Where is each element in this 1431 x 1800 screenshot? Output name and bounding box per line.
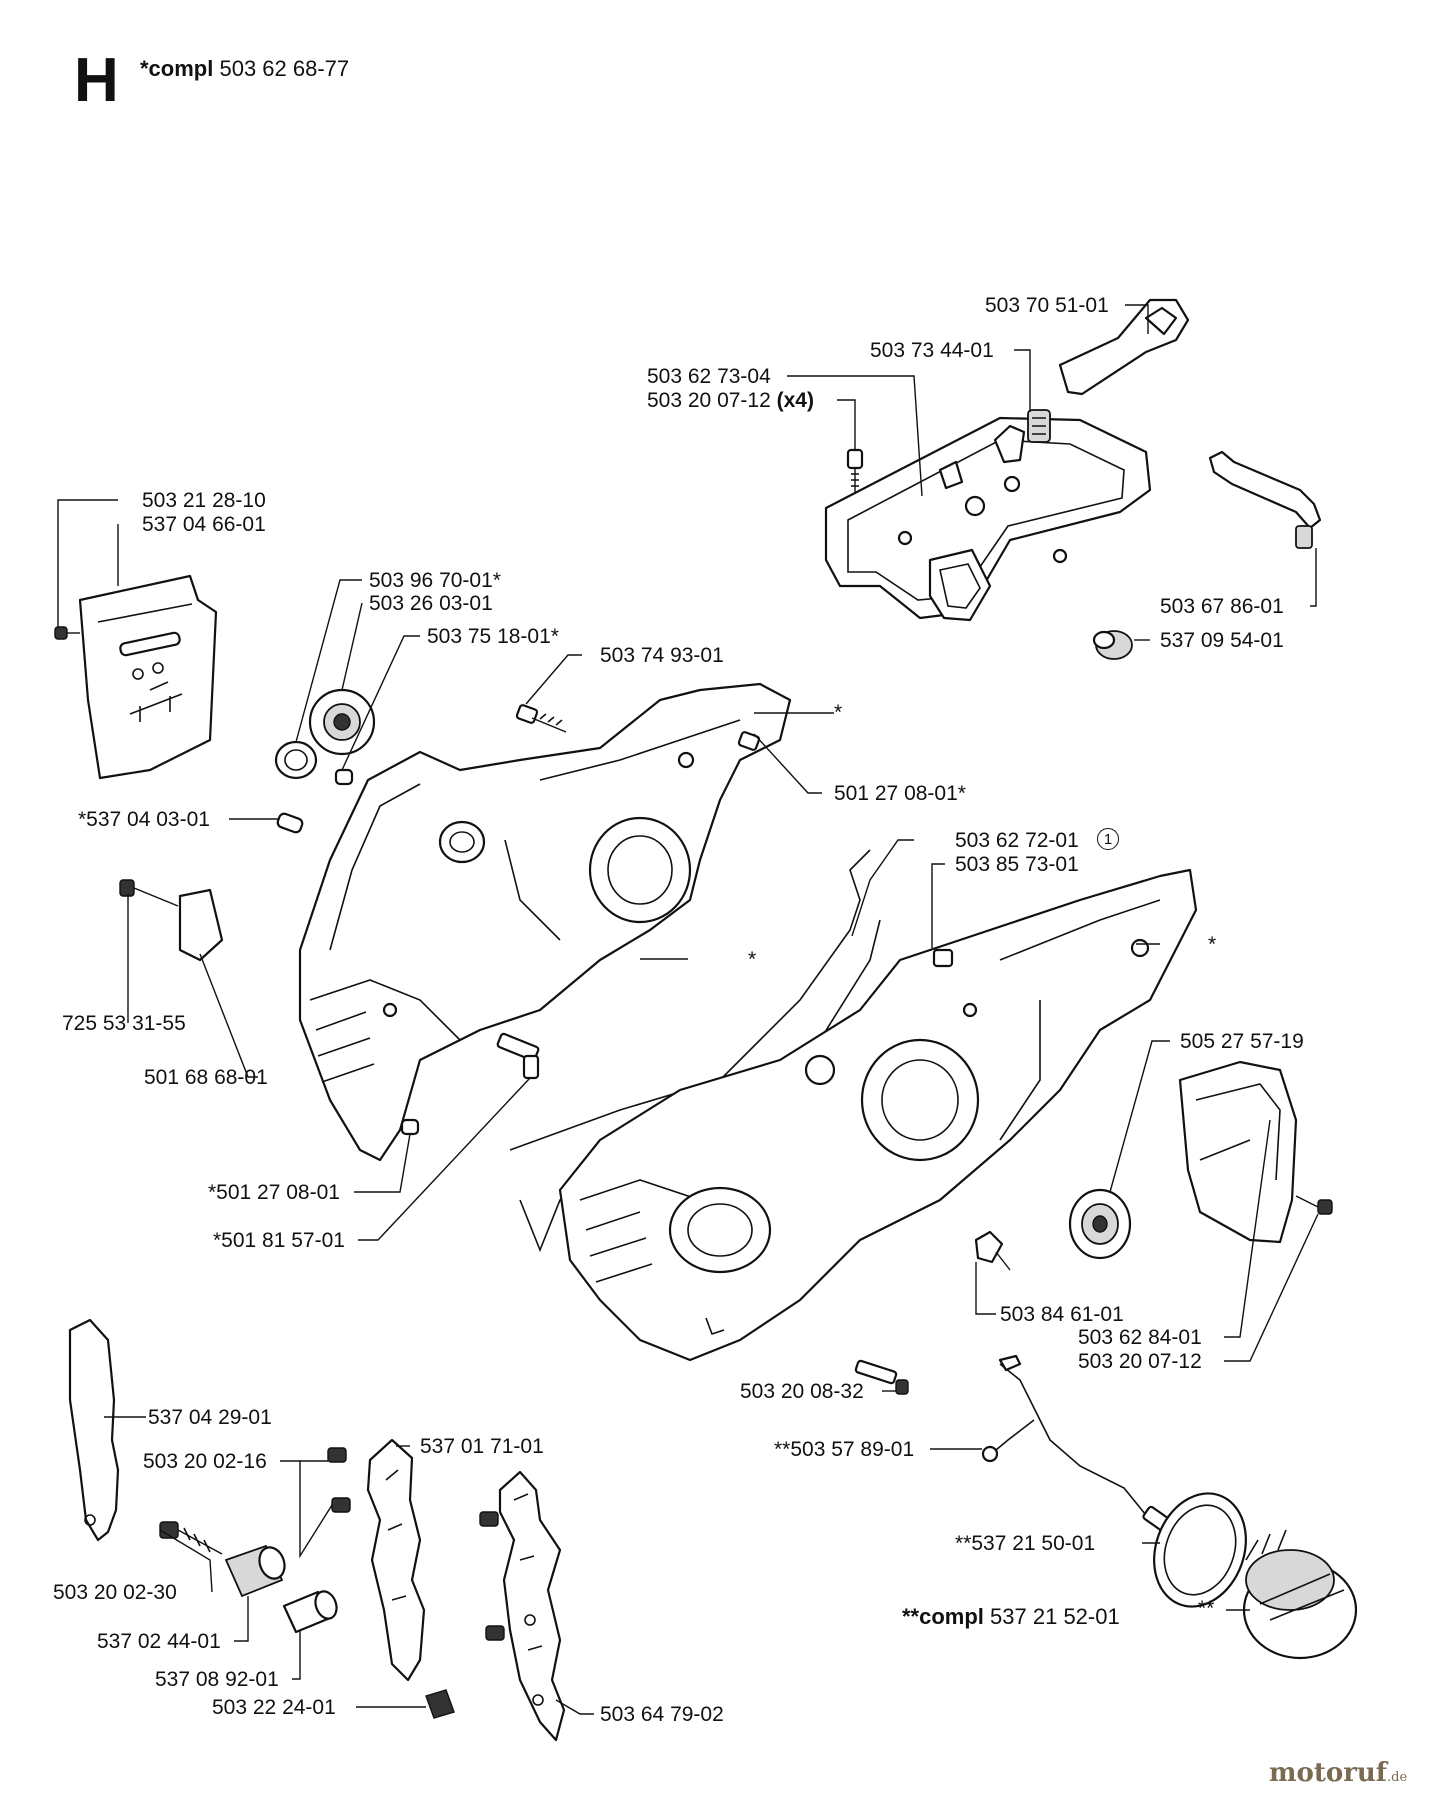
part-label-501-68-68-01: 501 68 68-01 — [144, 1066, 268, 1089]
part-label-537-02-44-01: 537 02 44-01 — [97, 1630, 221, 1653]
part-label-quantity-x4: (x4) — [776, 389, 814, 412]
part-label-501-27-08-01-lower: *501 27 08-01 — [208, 1181, 340, 1204]
part-label-503-62-84-01: 503 62 84-01 — [1078, 1326, 1202, 1349]
leader-lines — [57, 304, 1319, 1715]
part-label-503-20-07-12: 503 20 07-12 — [1078, 1350, 1202, 1373]
part-label-asterisk-top: * — [834, 701, 843, 724]
nut-part — [425, 1689, 455, 1719]
top-bolt-part — [515, 704, 567, 733]
sleeve-small-part — [334, 768, 354, 786]
oil-cap-assembly-part-number: 537 21 52-01 — [990, 1604, 1120, 1629]
part-label-503-20-08-32: 503 20 08-32 — [740, 1380, 864, 1403]
seal-right-part — [1068, 1188, 1132, 1260]
part-label-double-asterisk: ** — [1198, 1597, 1215, 1620]
seal-ring-part — [274, 740, 318, 780]
crankcase-bolt-part — [737, 731, 761, 751]
spike-screws-part — [327, 1447, 505, 1641]
bumper-spike-left-part — [366, 1438, 426, 1682]
complete-assembly-number: *compl 503 62 68-77 — [140, 58, 349, 80]
part-label-503-84-61-01: 503 84 61-01 — [1000, 1303, 1124, 1326]
cover-screw-part — [846, 448, 864, 494]
tank-cover-part — [824, 416, 1152, 622]
stepped-bushing-part — [282, 1590, 338, 1634]
pin-small-part — [276, 812, 304, 834]
guard-screw-part — [54, 626, 80, 640]
part-label-537-21-50-01: **537 21 50-01 — [955, 1532, 1096, 1555]
watermark-suffix: .de — [1387, 1770, 1408, 1785]
part-label-503-62-72-01: 503 62 72-01 — [955, 829, 1079, 852]
part-label-503-22-24-01: 503 22 24-01 — [212, 1696, 336, 1719]
part-label-asterisk-right: * — [1208, 933, 1217, 956]
part-label-503-20-02-16: 503 20 02-16 — [143, 1450, 267, 1473]
watermark-brand: motoruf — [1269, 1758, 1387, 1788]
part-label-537-04-03-01: *537 04 03-01 — [78, 808, 210, 831]
part-label-537-04-29-01: 537 04 29-01 — [148, 1406, 272, 1429]
part-label-503-21-28-10: 503 21 28-10 — [142, 489, 266, 512]
part-label-503-20-07-12-x4: 503 20 07-12 (x4) — [647, 390, 814, 411]
oil-filter-part — [981, 1354, 1172, 1533]
part-label-505-27-57-19: 505 27 57-19 — [1180, 1030, 1304, 1053]
page-section-letter: H — [74, 46, 119, 115]
part-label-503-73-44-01: 503 73 44-01 — [870, 339, 994, 362]
part-label-503-96-70-01: 503 96 70-01* — [369, 569, 501, 592]
part-label-503-70-51-01: 503 70 51-01 — [985, 294, 1109, 317]
bearing-part — [308, 688, 376, 756]
bolt-crankcase-right-part — [932, 948, 954, 968]
watermark-logo: motoruf.de — [1269, 1760, 1407, 1786]
part-label-asterisk-middle: * — [748, 948, 757, 971]
long-screw-part — [159, 1521, 223, 1555]
spacer-sleeve-part — [224, 1544, 286, 1598]
part-label-501-81-57-01: *501 81 57-01 — [213, 1229, 345, 1252]
handle-lever-part — [1058, 298, 1190, 396]
oil-cap-assembly-number: **compl 537 21 52-01 — [902, 1606, 1120, 1628]
part-label-503-57-89-01: **503 57 89-01 — [774, 1438, 915, 1461]
small-sleeve-bottom-part — [400, 1118, 420, 1136]
valve-part — [1092, 630, 1133, 660]
bar-plate-part — [68, 1318, 120, 1542]
oil-cap-seal-part — [1153, 1492, 1247, 1608]
part-label-537-01-71-01: 537 01 71-01 — [420, 1435, 544, 1458]
insert-pin-part — [496, 1032, 540, 1080]
part-label-503-75-18-01: 503 75 18-01* — [427, 625, 559, 648]
complete-assembly-prefix: *compl — [140, 56, 214, 81]
part-label-503-67-86-01: 503 67 86-01 — [1160, 595, 1284, 618]
stop-plate-part — [119, 879, 224, 962]
bumper-spike-right-part — [498, 1470, 566, 1742]
rubber-buffer-part — [1027, 409, 1051, 443]
part-label-537-09-54-01: 537 09 54-01 — [1160, 629, 1284, 652]
part-label-503-74-93-01: 503 74 93-01 — [600, 644, 724, 667]
reference-circle-1: 1 — [1097, 828, 1119, 850]
part-label-503-26-03-01: 503 26 03-01 — [369, 592, 493, 615]
part-label-537-08-92-01: 537 08 92-01 — [155, 1668, 279, 1691]
clutch-cover-part — [1178, 1060, 1298, 1244]
rubber-mount-part — [974, 1230, 1011, 1271]
hose-part — [1208, 450, 1322, 549]
complete-assembly-part-number: 503 62 68-77 — [219, 56, 350, 81]
part-label-503-64-79-02: 503 64 79-02 — [600, 1703, 724, 1726]
part-label-501-27-08-01-upper: 501 27 08-01* — [834, 782, 966, 805]
oil-cap-assembly-prefix: **compl — [902, 1604, 984, 1629]
oil-cap-part — [1242, 1529, 1358, 1660]
part-label-503-20-07-12-x4-number: 503 20 07-12 — [647, 389, 771, 412]
part-label-503-20-02-30: 503 20 02-30 — [53, 1581, 177, 1604]
left-crankcase-part — [298, 682, 792, 1162]
cover-screw-right-part — [1295, 1195, 1333, 1215]
right-crankcase-part — [558, 868, 1198, 1362]
part-label-725-53-31-55: 725 53 31-55 — [62, 1012, 186, 1035]
part-label-537-04-66-01: 537 04 66-01 — [142, 513, 266, 536]
bottom-screw-part — [854, 1359, 909, 1395]
part-label-503-62-73-04: 503 62 73-04 — [647, 365, 771, 388]
chain-guard-part — [78, 574, 218, 780]
part-label-503-85-73-01: 503 85 73-01 — [955, 853, 1079, 876]
